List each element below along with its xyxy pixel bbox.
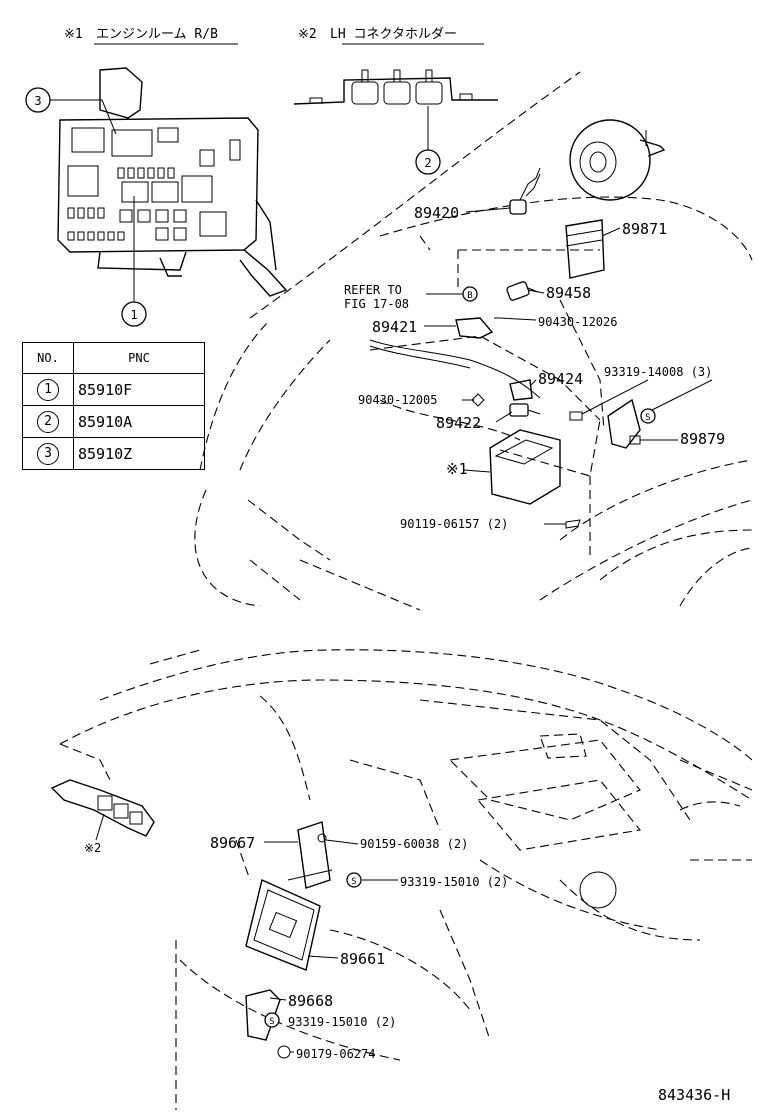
bracket-89879 [607,398,641,449]
table-row: 3 85910Z [22,437,205,470]
bracket-89667 [297,821,331,889]
engine-room-relay-box [57,67,288,297]
figure-id: 843436-H [658,1086,730,1104]
label-89458: 89458 [546,284,591,302]
sensor-89422 [509,403,529,417]
header-mark2: ※2 [298,27,317,42]
col-pnc-header: PNC [73,342,205,374]
marker-s-lower-circle [346,872,362,888]
label-89879: 89879 [680,430,725,448]
marker-s-lower: S [351,877,356,887]
marker-s-lower2: S [269,1017,274,1027]
pnc-table-header: NO. PNC [22,342,205,374]
screw-90119 [565,519,581,529]
engine-bay-outline [194,71,753,611]
relay-box-in-bay [489,429,561,505]
row-no-callout: 2 [37,410,59,433]
label-93319-15010-b: 93319-15010 (2) [288,1015,396,1029]
label-fig-17-08: FIG 17-08 [344,297,409,311]
ecu-89661 [245,879,321,971]
label-mark1-bay: ※1 [446,460,468,478]
marker-s-upper: S [645,413,650,423]
header-mark1: ※1 [64,27,83,42]
brake-booster [569,119,666,201]
label-90159-60038: 90159-60038 (2) [360,837,468,851]
bolt-93319-14008 [569,411,583,421]
nut-90159 [317,833,327,843]
wire-harness [369,339,541,399]
marker-s-upper-circle [640,408,656,424]
sensor-89424 [509,379,533,401]
connector-holder-lower [50,779,155,837]
callout-1: 1 [130,308,137,322]
pnc-table: NO. PNC 1 85910F 2 85910A 3 85910Z [22,342,205,470]
row-no-callout: 1 [37,378,59,401]
label-90179-06274: 90179-06274 [296,1047,375,1061]
table-row: 2 85910A [22,405,205,438]
label-93319-15010-a: 93319-15010 (2) [400,875,508,889]
label-89667: 89667 [210,834,255,852]
table-row: 1 85910F [22,373,205,406]
row-pnc: 85910Z [73,437,205,470]
switch-89458 [506,281,539,301]
sensor-89420 [509,167,541,215]
label-90119-06157: 90119-06157 (2) [400,517,508,531]
row-no-callout: 3 [37,442,59,465]
lh-connector-holder [293,69,498,105]
washer-90430-12005 [471,393,485,407]
callout-2: 2 [424,156,431,170]
label-89871: 89871 [622,220,667,238]
row-pnc: 85910A [73,405,205,438]
label-89422: 89422 [436,414,481,432]
marker-s-lower2-circle [264,1012,280,1028]
ecu-89871 [565,219,605,279]
nut-90179 [277,1045,291,1059]
label-refer-to: REFER TO [344,283,402,297]
col-no-header: NO. [22,342,74,374]
label-89668: 89668 [288,992,333,1010]
label-89421: 89421 [372,318,417,336]
bracket-89421 [455,317,494,339]
label-90430-12005: 90430-12005 [358,393,437,407]
label-89420: 89420 [414,204,459,222]
label-89661: 89661 [340,950,385,968]
callout-3: 3 [34,94,41,108]
label-89424: 89424 [538,370,583,388]
label-93319-14008: 93319-14008 (3) [604,365,712,379]
label-mark2-lower: ※2 [84,841,101,855]
label-90430-12026: 90430-12026 [538,315,617,329]
header-engine-room-rb: エンジンルーム R/B [96,27,218,42]
header-lh-connector-holder: LH コネクタホルダー [330,27,457,42]
marker-b: B [467,291,472,301]
row-pnc: 85910F [73,373,205,406]
